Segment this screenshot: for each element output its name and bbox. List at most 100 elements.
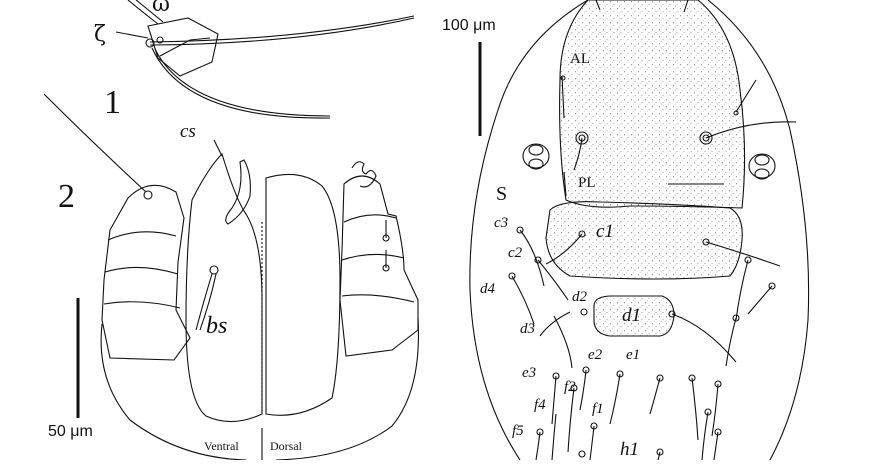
left-palp-joint [107,231,177,241]
seta-socket-2 [156,36,164,44]
seta-AL-right-socket [733,110,739,116]
label-f5: f5 [512,423,524,439]
long-seta-upper-2 [149,17,415,46]
shield-top-bristle [595,0,689,13]
seta-socket [145,38,155,48]
seta-c1 [545,233,583,265]
seta-e-right-3-socket [714,380,722,388]
label-c1: c1 [596,221,614,242]
seta-h1-socket [656,448,664,456]
seta-f-right-socket [704,408,712,416]
panel-number-1: 1 [104,84,121,121]
idiosoma-drawing [469,0,810,461]
leg-segment [147,17,219,77]
seta-c3-socket [516,226,524,234]
label-f1: f1 [592,401,604,417]
seta-c1-socket [578,230,586,238]
label-f2: f2 [564,379,576,395]
label-c2: c2 [508,245,523,261]
seta-h-left-socket [578,450,586,458]
bs-seta-2 [199,273,217,331]
left-palp [101,184,191,361]
central-shield [545,201,743,280]
stigma-right [748,153,776,179]
right-palp-joint [343,214,397,223]
label-S: S [496,183,508,205]
seta-d4-socket [508,272,516,280]
seta-f1-socket [590,422,598,430]
seta-f-right-2 [713,431,719,461]
seta-e2 [579,369,587,411]
seta-e-right-3 [711,383,719,437]
right-palp-joint-2 [341,253,405,261]
seta-d1-right [671,313,737,363]
seta-d1-socket-left [580,308,588,316]
long-seta-upper [149,15,415,43]
seta-f1 [589,425,595,461]
seta-e-right-2 [691,377,699,441]
chelicera-outline [100,323,247,461]
solenidion-omega [127,0,159,25]
seta-d1-right-socket [668,310,676,318]
seta-e3 [551,375,557,425]
seta-c3-right-socket [768,282,776,290]
seta-f5-socket [536,428,544,436]
label-c3: c3 [494,215,509,231]
label-f4: f4 [534,397,546,413]
seta-c2 [537,259,569,301]
seta-f-right-2-socket [714,428,722,436]
label-bs: bs [206,313,228,339]
trichobothrium-right-inner [702,134,710,142]
right-palp-joint-3 [341,294,415,303]
label-cs: cs [180,121,196,142]
chelicera-drawing [43,93,419,461]
stigma-right-top [754,154,770,166]
seta-e1 [609,373,621,425]
label-d1: d1 [622,305,641,326]
right-palp-socket-2 [382,264,390,272]
label-d3: d3 [520,321,535,337]
seta-c3-right [747,285,773,315]
bs-seta [195,273,213,331]
chelicera-outline-right [275,317,419,461]
body-outline-right [707,0,810,461]
left-palp-joint-2 [104,266,179,275]
seta-f5 [535,431,541,461]
stigma-left [522,143,550,169]
seta-e-right-2-socket [688,374,696,382]
seta-c2-right [735,259,749,321]
bs-seta-socket [209,265,219,275]
seta-f-right [701,411,709,461]
seta-e1-right [649,377,661,415]
sensillus-left [573,137,583,171]
stigma-right-bottom [754,168,770,180]
right-palp-socket [382,234,390,242]
label-dorsal: Dorsal [270,439,302,453]
stigma-left-bottom [528,158,544,170]
cs-seta [213,139,223,157]
seta-c1-right [705,241,781,267]
seta-f4 [551,413,557,461]
seta-d2 [539,311,571,337]
seta-e2-socket [582,366,590,374]
seta-f2 [567,387,575,453]
seta-e1-socket [616,370,624,378]
seta-c3 [519,229,545,287]
seta-c1-right-socket [702,238,710,246]
seta-c2-socket [534,256,542,264]
scale-label-right: 100 μm [442,17,496,34]
seta-AL-socket [560,75,566,81]
leg-inner-line [159,37,211,57]
seta-PL [563,171,567,197]
cs-hook [225,159,251,225]
leg-drawing [115,0,415,119]
left-palp-joint-3 [103,301,181,309]
seta-f2-socket [570,384,578,392]
label-d4: d4 [480,281,495,297]
seta-d3 [553,315,573,369]
sensillus-right [705,121,797,139]
scale-label-left: 50 μm [48,423,93,440]
label-AL: AL [570,51,590,67]
